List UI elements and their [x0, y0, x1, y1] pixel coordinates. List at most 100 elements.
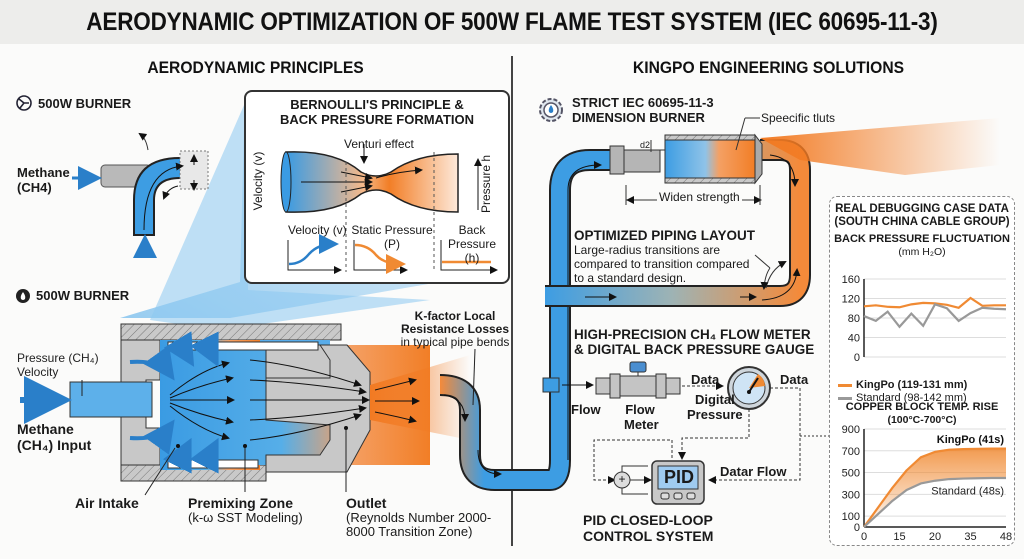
kfactor-line2: Resistance Losses: [400, 322, 510, 336]
pressure-velocity-label: Pressure (CH₄) Velocity: [17, 351, 99, 379]
strict-burner-title-2: DIMENSION BURNER: [572, 110, 705, 125]
flow-meter-heading: HIGH-PRECISION CH₄ FLOW METER & DIGITAL …: [574, 327, 814, 357]
chart2-series-line-standard: [863, 476, 1006, 528]
flow-meter-label-2: Meter: [624, 417, 659, 432]
chart1-subtitle: (mm H₂O): [898, 246, 946, 258]
legend-kingpo: KingPo (119-131 mm): [838, 379, 967, 392]
chart2-ytick-label: 700: [842, 446, 860, 458]
venturi-label: Venturi effect: [344, 137, 414, 151]
back-pressure-graph-label: Back Pressure (h): [444, 223, 500, 265]
back-pressure-line1: Back: [458, 223, 486, 237]
title-bar: AERODYNAMIC OPTIMIZATION OF 500W FLAME T…: [0, 0, 1024, 44]
bernoulli-title-1: BERNOULLI'S PRINCIPLE &: [290, 97, 464, 112]
air-intake-label: Air Intake: [75, 495, 139, 511]
flow-meter-body: [619, 375, 657, 397]
outlet-desc-2: 8000 Transition Zone): [346, 524, 473, 539]
elbow-diagram: [72, 132, 209, 258]
back-pressure-line3: (h): [464, 251, 480, 265]
venturi-diagram: [280, 144, 498, 274]
chart2-ytick-label: 300: [842, 489, 860, 501]
chart1-ytick-label: 40: [848, 333, 860, 345]
pid-title: PID CLOSED-LOOP CONTROL SYSTEM: [583, 512, 713, 544]
flame-icon: [16, 288, 30, 303]
outlet-title: Outlet: [346, 495, 387, 511]
left-section: AERODYNAMIC PRINCIPLES: [0, 58, 511, 78]
widen-strength-label: Widen strength: [657, 190, 742, 204]
outlet-label: Outlet (Reynolds Number 2000- 8000 Trans…: [346, 496, 491, 539]
back-pressure-line2: Pressure: [447, 237, 497, 251]
chart2-label-kingpo: KingPo (41s): [937, 434, 1005, 446]
dimension-d2-label: d2: [640, 140, 651, 150]
data-label-2: Data: [780, 372, 809, 387]
bernoulli-panel: BERNOULLI'S PRINCIPLE & BACK PRESSURE FO…: [244, 90, 510, 284]
legend-standard-label: Standard (98-142 mm): [856, 392, 967, 404]
velocity-graph-label: Velocity (v): [288, 223, 347, 237]
left-heading: AERODYNAMIC PRINCIPLES: [147, 58, 364, 77]
velocity-label: Velocity: [17, 365, 59, 379]
static-pressure-line1: Static Pressure: [351, 223, 433, 237]
chart2-series-line-kingpo: [863, 447, 1006, 528]
flow-meter-label-1: Flow: [625, 402, 655, 417]
premix-zone-label: Premixing Zone (k-ω SST Modeling): [188, 496, 303, 525]
methane-label-line1: Methane: [17, 165, 70, 180]
right-plume: [760, 118, 1000, 175]
chart2-title: COPPER BLOCK TEMP. RISE: [845, 401, 999, 413]
methane-input-line2: (CH₄) Input: [17, 437, 92, 453]
gear-flame-icon: [539, 98, 563, 122]
chart2-ytick-label: 100: [842, 511, 860, 523]
methane-input-line1: Methane: [17, 421, 74, 437]
main-burner-label: 500W BURNER: [36, 288, 130, 303]
main-burner-header: 500W BURNER: [16, 288, 129, 303]
legend-kingpo-swatch: [838, 384, 852, 387]
methane-label: Methane (CH4): [17, 165, 70, 195]
chart1-ytick-label: 0: [854, 352, 860, 364]
legend-standard: Standard (98-142 mm): [838, 392, 967, 405]
elbow-burner-header: 500W BURNER: [16, 95, 131, 111]
static-pressure-line2: (P): [384, 237, 400, 251]
chart1-ytick-label: 160: [842, 274, 860, 286]
methane-input-label: Methane (CH₄) Input: [17, 421, 91, 453]
datar-flow-label: Datar Flow: [720, 464, 787, 479]
chart2-xtick-label: 35: [964, 531, 976, 543]
methane-label-line2: (CH4): [17, 180, 52, 195]
static-pressure-graph-label: Static Pressure (P): [350, 223, 434, 251]
chart2-ytick-label: 500: [842, 468, 860, 480]
flow-meter-label: Flow Meter: [624, 402, 659, 432]
summing-junction: +: [618, 472, 626, 486]
chart1-ytick-label: 80: [848, 313, 860, 325]
chart2-xtick-label: 48: [1000, 531, 1012, 543]
section-divider: [511, 56, 513, 546]
piping-desc-1: Large-radius transitions are: [574, 243, 721, 257]
pressure-label-2: Pressure: [687, 407, 743, 422]
chart2-ytick-label: 900: [842, 424, 860, 436]
specific-tluts-label: Speecific tluts: [761, 111, 836, 125]
legend-standard-swatch: [838, 397, 852, 400]
fan-icon: [16, 95, 32, 111]
case-data-title-1: REAL DEBUGGING CASE DATA: [835, 203, 1009, 215]
chart2-subtitle: (100°C-700°C): [887, 414, 957, 426]
kfactor-line1: K-factor Local: [414, 309, 496, 323]
case-data-panel: REAL DEBUGGING CASE DATA (SOUTH CHINA CA…: [829, 196, 1015, 546]
kfactor-line3: in typical pipe bends: [400, 335, 510, 349]
right-section: KINGPO ENGINEERING SOLUTIONS: [513, 58, 1024, 78]
pid-display: PID: [663, 467, 694, 487]
flow-meter-title-2: & DIGITAL BACK PRESSURE GAUGE: [574, 342, 815, 357]
chart1-series-line-standard: [863, 303, 1007, 329]
burner-cross-section: [20, 323, 470, 482]
case-data-title-2: (SOUTH CHINA CABLE GROUP): [834, 216, 1010, 228]
flow-meter-title-1: HIGH-PRECISION CH₄ FLOW METER: [574, 327, 811, 342]
legend-kingpo-label: KingPo (119-131 mm): [856, 379, 968, 391]
bernoulli-title-2: BACK PRESSURE FORMATION: [279, 112, 475, 127]
piping-layout-block: OPTIMIZED PIPING LAYOUT Large-radius tra…: [574, 228, 755, 285]
chart2-ytick-label: 0: [854, 522, 860, 534]
chart1-legend: KingPo (119-131 mm) Standard (98-142 mm): [838, 379, 967, 405]
digital-pressure-label: Digital Pressure: [687, 392, 743, 422]
right-heading: KINGPO ENGINEERING SOLUTIONS: [632, 58, 905, 77]
chart2-xtick-label: 15: [893, 531, 905, 543]
premix-subtitle: (k-ω SST Modeling): [188, 510, 303, 525]
